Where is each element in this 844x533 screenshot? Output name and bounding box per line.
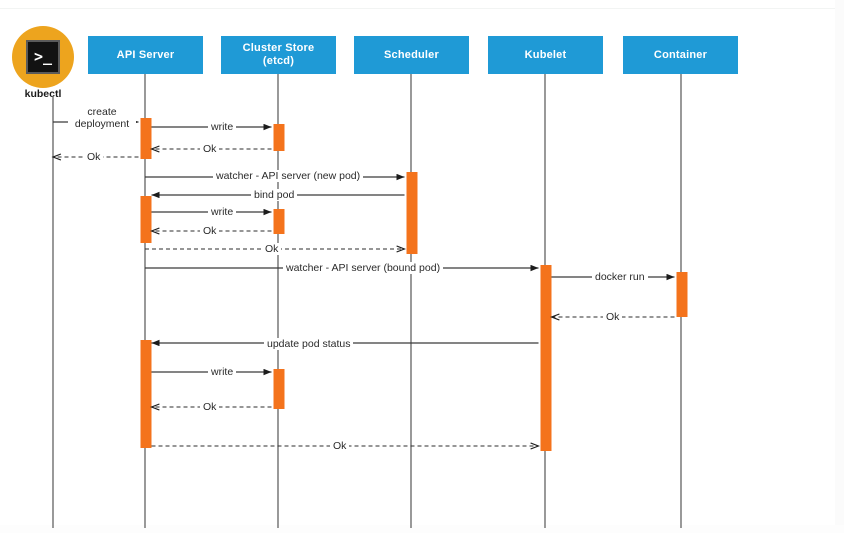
actor-kubectl-label: kubectl <box>24 88 62 100</box>
message-label-10: watcher - API server (bound pod) <box>283 262 444 274</box>
activation-bar-etcd <box>273 209 285 234</box>
activation-bar-etcd <box>273 369 285 409</box>
participant-label-line1: Kubelet <box>524 48 567 61</box>
participant-label-line2: (etcd) <box>262 55 295 67</box>
canvas-bottom-edge <box>0 525 844 533</box>
message-label-5: watcher - API server (new pod) <box>213 170 364 182</box>
message-label-14: write <box>208 366 237 378</box>
activation-bar-apiserver <box>140 196 152 243</box>
participant-label-container: Container <box>654 49 707 62</box>
participant-label-apiserver: API Server <box>117 49 175 62</box>
terminal-icon: >_ <box>26 40 60 74</box>
message-label-13: update pod status <box>264 338 354 350</box>
activation-bar-scheduler <box>406 172 418 254</box>
participant-header-scheduler[interactable]: Scheduler <box>354 36 469 74</box>
activation-bar-apiserver <box>140 340 152 448</box>
message-label-6: bind pod <box>251 189 298 201</box>
message-label-15: Ok <box>200 401 220 413</box>
message-label-1: create deployment <box>68 106 136 130</box>
message-label-12: Ok <box>603 311 623 323</box>
participant-header-container[interactable]: Container <box>623 36 738 74</box>
participant-label-line1: Container <box>653 48 708 61</box>
participant-header-etcd[interactable]: Cluster Store(etcd) <box>221 36 336 74</box>
participant-label-kubelet: Kubelet <box>525 49 567 62</box>
participant-label-line1: Cluster Store <box>242 42 315 54</box>
canvas-right-edge <box>835 0 844 533</box>
activation-bar-kubelet <box>540 265 552 451</box>
participant-label-scheduler: Scheduler <box>384 49 439 62</box>
message-label-7: write <box>208 206 237 218</box>
actor-kubectl[interactable]: >_ <box>12 26 74 88</box>
message-label-3: Ok <box>200 143 220 155</box>
participant-label-line1: Scheduler <box>384 48 439 61</box>
activation-bar-etcd <box>273 124 285 151</box>
message-label-11: docker run <box>592 271 648 283</box>
activation-bar-apiserver <box>140 118 152 159</box>
message-label-16: Ok <box>330 440 350 452</box>
message-label-4: Ok <box>84 151 104 163</box>
message-label-9: Ok <box>262 243 282 255</box>
activation-bar-container <box>676 272 688 317</box>
canvas-top-edge <box>0 0 844 9</box>
message-label-2: write <box>208 121 237 133</box>
terminal-prompt-glyph: >_ <box>33 47 53 66</box>
participant-label-line1: API Server <box>116 48 175 61</box>
participant-label-etcd: Cluster Store(etcd) <box>243 42 315 68</box>
participant-header-apiserver[interactable]: API Server <box>88 36 203 74</box>
participant-header-kubelet[interactable]: Kubelet <box>488 36 603 74</box>
message-label-8: Ok <box>200 225 220 237</box>
activation-bars-group <box>140 118 688 451</box>
